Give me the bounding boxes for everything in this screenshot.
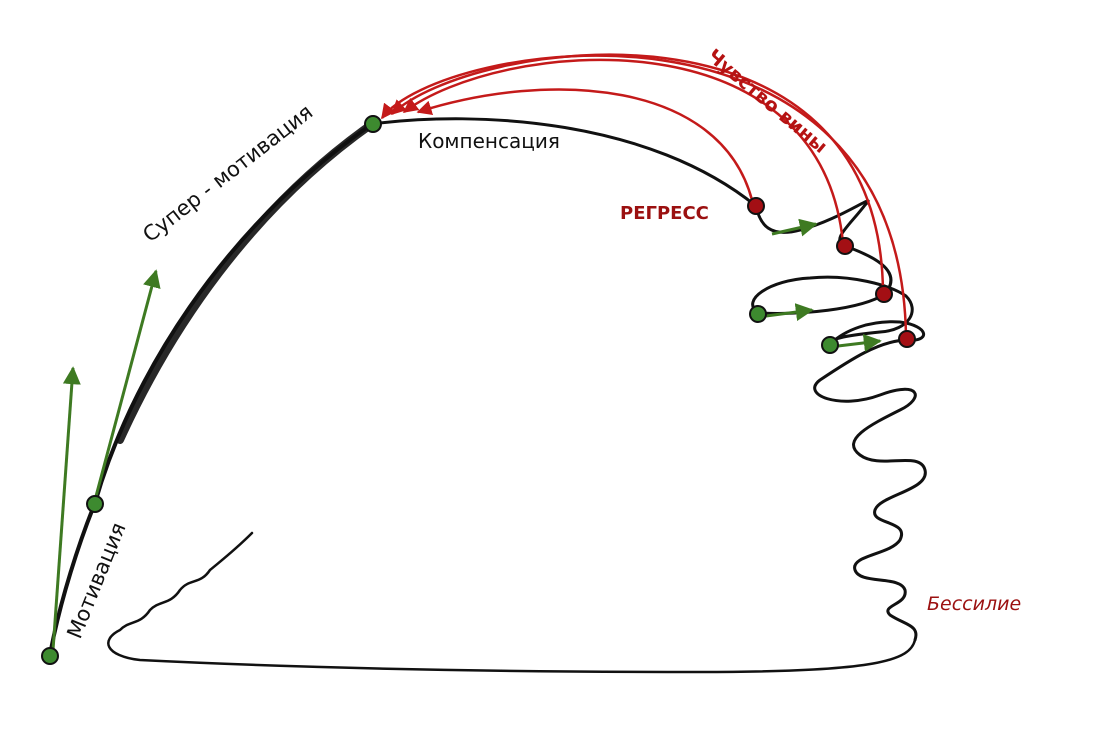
regress-node-1 bbox=[747, 197, 765, 215]
recovery-node-1 bbox=[749, 305, 767, 323]
compensation-label: Компенсация bbox=[418, 129, 560, 153]
regress-label: РЕГРЕСС bbox=[620, 203, 709, 224]
guilt-arrow-1 bbox=[416, 88, 754, 201]
recovery-arrow-2 bbox=[765, 303, 814, 322]
super-motivation-node bbox=[86, 495, 104, 513]
recovery-arrow-1 bbox=[771, 218, 818, 237]
powerlessness-label: Бессилие bbox=[927, 593, 1021, 615]
compensation-curve bbox=[370, 117, 758, 208]
super-motivation-arrow bbox=[93, 269, 161, 501]
regress-node-3 bbox=[875, 285, 893, 303]
guilt-arrow-2 bbox=[402, 58, 845, 244]
guilt-arrow-3 bbox=[390, 53, 885, 293]
guilt-label: Чувство вины bbox=[703, 45, 832, 158]
super-motivation-label: Супер - мотивация bbox=[138, 100, 317, 247]
motivation-start-node bbox=[41, 647, 59, 665]
guilt-arrow-4 bbox=[380, 54, 908, 337]
motivation-arrow bbox=[51, 366, 81, 651]
regress-node-4 bbox=[898, 330, 916, 348]
super-motivation-thick-stroke bbox=[116, 120, 376, 444]
recovery-node-2 bbox=[821, 336, 839, 354]
motivation-label: Мотивация bbox=[62, 519, 130, 642]
recovery-arrow-3 bbox=[837, 333, 882, 352]
powerlessness-baseline bbox=[107, 531, 917, 674]
regress-node-2 bbox=[836, 237, 854, 255]
compensation-node bbox=[364, 115, 382, 133]
